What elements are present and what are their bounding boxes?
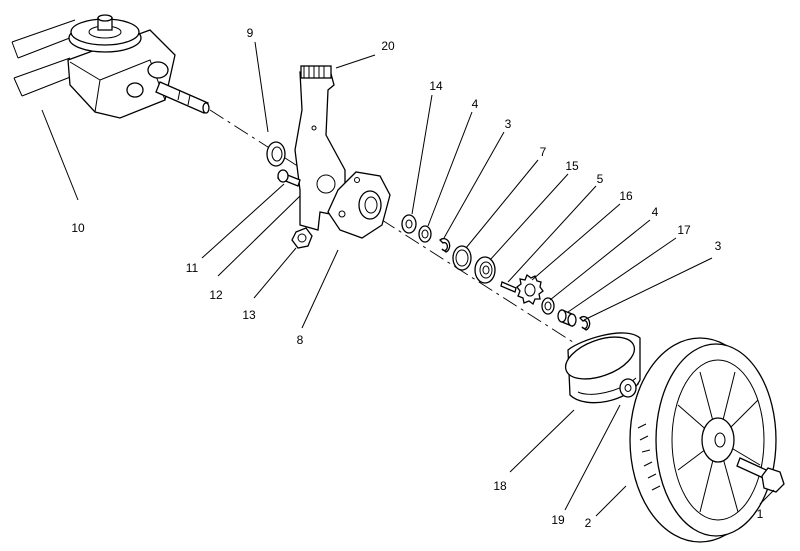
callout-5: 5 [597,172,604,186]
callout-18: 18 [493,479,507,493]
retaining-clip-3-lower [579,315,591,331]
pin-5 [500,281,517,293]
callout-4-lower: 4 [652,205,659,219]
transmission-assembly [11,14,210,119]
callout-7: 7 [540,145,547,159]
height-adjust-plate [294,65,346,231]
washer-9 [266,141,286,167]
callout-9: 9 [247,26,254,40]
callout-14: 14 [429,79,443,93]
wheel-2 [629,337,777,543]
callout-8: 8 [297,333,304,347]
callout-10: 10 [71,221,85,235]
callout-3-upper: 3 [505,117,512,131]
washer-4-upper [418,225,432,243]
washer-19 [619,378,637,398]
leader-lines [41,41,775,517]
callout-16: 16 [619,189,633,203]
washer-14 [401,214,417,234]
bearing-15 [474,256,496,284]
retaining-clip-3-upper [439,237,451,253]
callout-2: 2 [585,516,592,530]
callout-20: 20 [381,39,395,53]
axle-bolt-1 [736,457,785,493]
shaft-centerline [209,109,641,386]
callout-11: 11 [186,261,199,275]
washer-4-lower [541,297,555,315]
bushing-17 [557,309,577,327]
callout-1: 1 [757,507,764,521]
callout-4-upper: 4 [472,97,479,111]
callout-3-lower: 3 [715,239,722,253]
callout-15: 15 [565,159,579,173]
gear-16 [516,273,544,306]
bolt-11 [277,169,301,187]
pivot-bracket-8 [327,171,391,239]
nut-13 [291,227,313,249]
callout-17: 17 [677,223,691,237]
callout-19: 19 [551,513,565,527]
callout-12: 12 [209,288,223,302]
washer-7 [452,245,472,271]
callout-labels: 1 2 3 3 4 4 5 7 8 9 10 11 12 13 14 15 16… [71,26,763,530]
callout-13: 13 [242,308,256,322]
